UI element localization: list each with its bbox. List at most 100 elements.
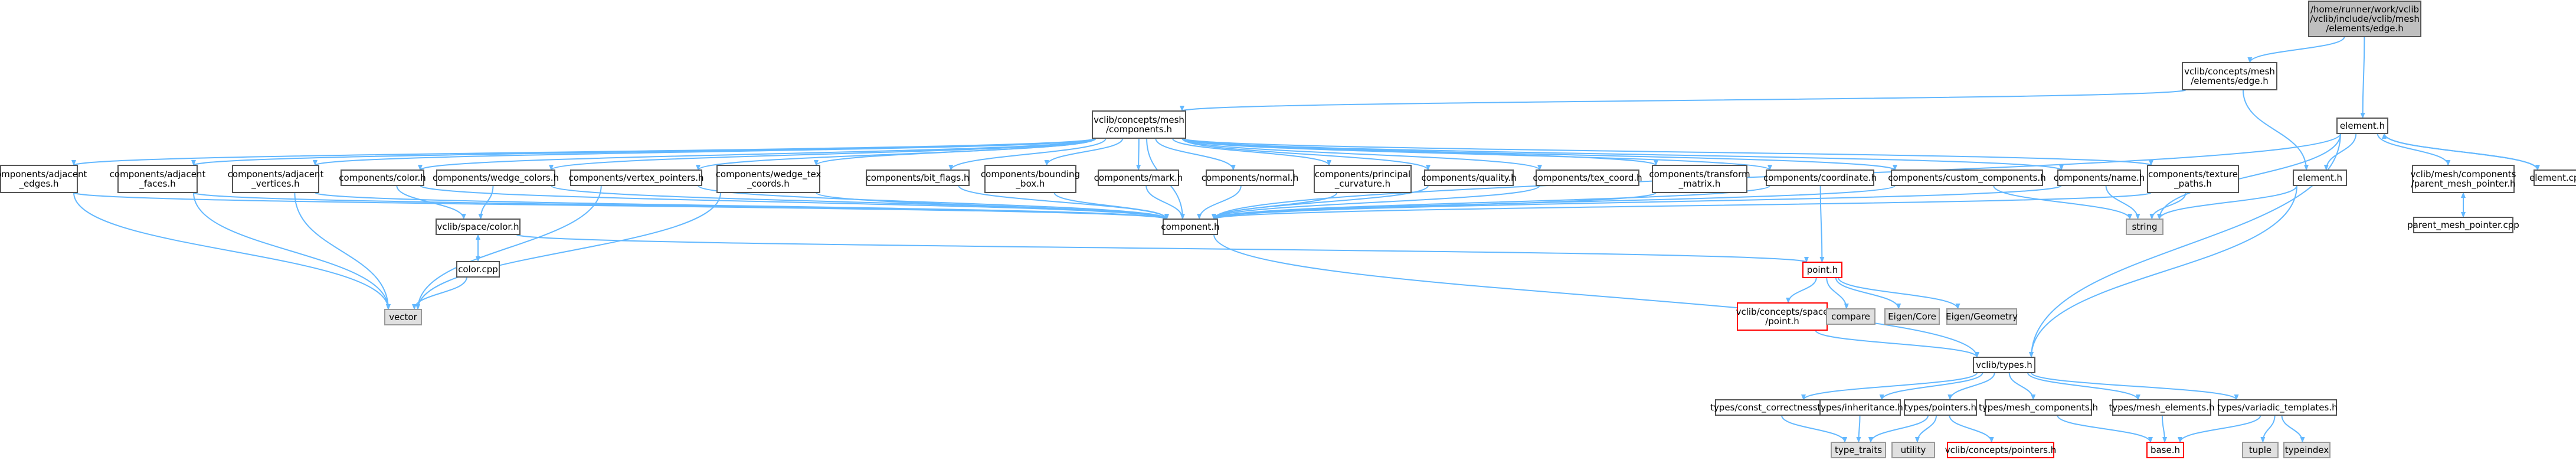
node-wedge-colors[interactable]: components/wedge_colors.h — [433, 169, 559, 186]
node-box — [716, 165, 820, 193]
node-space-color[interactable]: vclib/space/color.h — [436, 219, 521, 235]
node-element-h-top[interactable]: element.h — [2336, 118, 2388, 134]
node-label: _matrix.h — [1678, 178, 1721, 190]
node-label: components/principal — [1315, 169, 1410, 180]
node-label: components/bit_flags.h — [866, 172, 969, 184]
edge-adj_vertices-to-vector — [294, 192, 391, 310]
node-label: components/adjacent — [228, 169, 324, 180]
node-inheritance[interactable]: types/inheritance.h — [1817, 399, 1903, 416]
node-box — [1163, 219, 1218, 235]
node-adj-faces[interactable]: components/adjacent_faces.h — [110, 165, 206, 193]
node-vector: vector — [384, 309, 422, 325]
edge-types_h-to-mesh_elements — [2027, 372, 2140, 400]
node-parent-mesh-cpp[interactable]: parent_mesh_pointer.cpp — [2407, 217, 2519, 233]
edge-normal-to-component_h — [1197, 185, 1242, 220]
node-const-correct[interactable]: types/const_correctness.h — [1710, 399, 1826, 416]
edge-root-to-concepts_edge — [2247, 36, 2345, 63]
node-box — [2147, 165, 2239, 193]
node-point-h[interactable]: point.h — [1802, 262, 1842, 278]
node-quality[interactable]: components/quality.h — [1421, 169, 1517, 186]
node-box — [2534, 169, 2576, 186]
edge-concepts_components-to-comp_color — [418, 138, 1096, 171]
node-component-h[interactable]: component.h — [1161, 219, 1220, 235]
node-box — [232, 165, 319, 193]
node-label: _faces.h — [139, 178, 176, 190]
edge-space_color-to-point_h — [516, 234, 1809, 263]
edge-vertex_pointers-to-vector — [415, 185, 602, 310]
node-element-h-mid[interactable]: element.h — [2293, 169, 2347, 186]
node-label: /parent_mesh_pointer.h — [2411, 178, 2516, 190]
node-bit-flags[interactable]: components/bit_flags.h — [866, 169, 970, 186]
node-vertex-pointers[interactable]: components/vertex_pointers.h — [569, 169, 704, 186]
node-label: components/coordinate.h — [1763, 172, 1877, 183]
node-label: components/vertex_pointers.h — [569, 172, 704, 184]
node-tex-coord[interactable]: components/tex_coord.h — [1533, 169, 1642, 186]
node-bounding-box[interactable]: components/bounding_box.h — [981, 165, 1080, 193]
node-pointers[interactable]: types/pointers.h — [1904, 399, 1977, 416]
node-parent-mesh-ptr[interactable]: vclib/mesh/components/parent_mesh_pointe… — [2411, 165, 2516, 193]
node-coordinate[interactable]: components/coordinate.h — [1763, 169, 1877, 186]
node-box — [2412, 165, 2515, 193]
node-box — [1904, 399, 1977, 416]
node-type-traits: type_traits — [1831, 442, 1886, 458]
node-box — [1424, 169, 1514, 186]
node-tex-paths[interactable]: components/texture_paths.h — [2147, 165, 2239, 193]
node-label: type_traits — [1835, 445, 1882, 456]
node-box — [2242, 442, 2279, 458]
edge-concepts_edge-to-concepts_components — [1180, 89, 2187, 112]
node-box — [2336, 118, 2388, 134]
node-label: point.h — [1807, 265, 1838, 275]
node-wedge-tex[interactable]: components/wedge_tex_coords.h — [716, 165, 821, 193]
node-transform[interactable]: components/transform_matrix.h — [1649, 165, 1750, 193]
edge-concepts_components-to-bit_flags — [948, 138, 1107, 171]
node-label: types/mesh_components.h — [1979, 402, 2098, 413]
node-name[interactable]: components/name.h — [2054, 169, 2145, 186]
edge-types_h-to-variadic — [2031, 372, 2239, 400]
node-concepts-pointers[interactable]: vclib/concepts/pointers.h — [1945, 442, 2056, 458]
node-color-cpp[interactable]: color.cpp — [456, 261, 500, 278]
node-concepts-components[interactable]: vclib/concepts/mesh/components.h — [1092, 110, 1186, 139]
edge-concepts_components-to-normal — [1155, 138, 1236, 171]
node-concepts-space-point[interactable]: vclib/concepts/space/point.h — [1736, 302, 1829, 331]
node-label: tuple — [2249, 445, 2271, 455]
edge-concepts_components-to-custom_comp — [1181, 138, 1897, 171]
node-box — [570, 169, 702, 186]
node-mesh-elements[interactable]: types/mesh_elements.h — [2109, 399, 2215, 416]
node-comp-color[interactable]: components/color.h — [339, 169, 426, 186]
node-element-cpp[interactable]: element.cpp — [2529, 169, 2576, 186]
edge-concepts_components-to-wedge_tex — [814, 138, 1096, 166]
node-label: /elements/edge.h — [2326, 23, 2404, 34]
node-custom-comp[interactable]: components/custom_components.h — [1888, 169, 2046, 186]
node-label: components/quality.h — [1421, 172, 1516, 183]
node-label: components/wedge_tex — [716, 169, 821, 180]
edge-mark-to-component_h — [1145, 185, 1185, 220]
node-variadic[interactable]: types/variadic_templates.h — [2217, 399, 2338, 416]
edge-point_h-to-compare — [1826, 277, 1849, 309]
edge-tex_paths-to-component_h — [1212, 192, 2152, 220]
node-mark[interactable]: components/mark.h — [1094, 169, 1183, 186]
node-label: element.cpp — [2529, 172, 2576, 183]
node-box — [1766, 169, 1874, 186]
node-adj-vertices[interactable]: components/adjacent_vertices.h — [228, 165, 324, 193]
node-box — [2057, 169, 2141, 186]
edge-concepts_edge-to-element_h_mid — [2242, 89, 2309, 171]
node-label: components/tex_coord.h — [1533, 172, 1642, 184]
node-concepts-edge[interactable]: vclib/concepts/mesh/elements/edge.h — [2182, 62, 2277, 90]
node-mesh-components[interactable]: types/mesh_components.h — [1979, 399, 2098, 416]
node-types-h[interactable]: vclib/types.h — [1973, 357, 2035, 373]
edge-const_correct-to-type_traits — [1780, 415, 1848, 443]
edge-comp_color-to-component_h — [420, 185, 1169, 220]
node-box — [1973, 357, 2035, 373]
node-adj-edges[interactable]: components/adjacent_edges.h — [0, 165, 87, 193]
node-base-h[interactable]: base.h — [2146, 442, 2184, 458]
node-label: compare — [1831, 311, 1870, 322]
node-label: vclib/mesh/components — [2411, 169, 2516, 180]
edge-tex_paths-to-string — [2149, 192, 2187, 220]
edge-coordinate-to-point_h — [1819, 185, 1825, 263]
edge-element_cpp-to-element_h_top — [2382, 133, 2538, 171]
node-normal[interactable]: components/normal.h — [1202, 169, 1299, 186]
node-principal-curv[interactable]: components/principal_curvature.h — [1314, 165, 1412, 193]
node-label: typeindex — [2285, 445, 2329, 455]
